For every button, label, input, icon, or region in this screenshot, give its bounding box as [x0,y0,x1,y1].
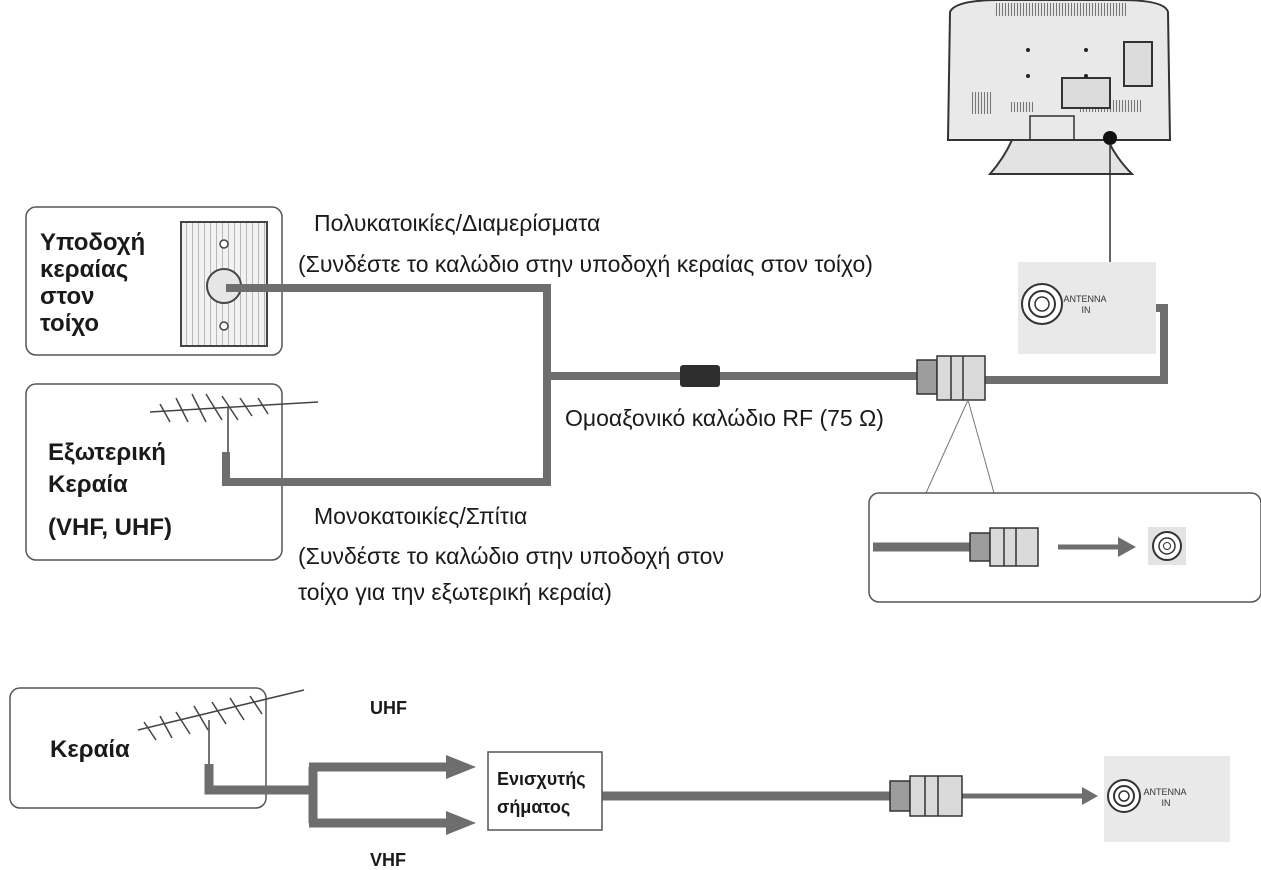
coax-plug [916,355,986,401]
house-cable [222,376,551,486]
zoom-line-right [967,399,995,494]
houses-note: (Συνδέστε το καλώδιο στην υποδοχή στον τ… [298,543,730,605]
apartment-cable [226,284,680,380]
arrow-to-antenna-in-bottom [1082,787,1098,805]
amplifier-label: Ενισχυτής σήματος [497,769,591,817]
wall-outlet-label: Υποδοχή κεραίας στον τοίχο [40,229,152,337]
uhf-arrow [446,755,476,779]
coax-cable-label: Ομοαξονικό καλώδιο RF (75 Ω) [565,405,884,431]
uhf-label: UHF [370,698,407,718]
tv-back-illustration [946,0,1172,262]
zoom-line-left [925,399,969,494]
outdoor-antenna-label: Εξωτερική Κεραία (VHF, UHF) [48,439,173,541]
bottom-coax-plug [889,775,963,817]
antenna-in-panel: ANTENNA IN [1018,262,1156,354]
vhf-arrow [446,811,476,835]
bottom-antenna-box: Κεραία [9,687,305,809]
houses-title: Μονοκατοικίες/Σπίτια [314,503,527,529]
bottom-antenna-in-panel: ANTENNA IN [1104,756,1230,842]
signal-amplifier-box: Ενισχυτής σήματος [487,751,603,831]
wall-outlet-box: Υποδοχή κεραίας στον τοίχο [25,206,283,356]
vhf-label: VHF [370,850,406,870]
tv-antenna-port [1103,131,1117,145]
outdoor-antenna-box: Εξωτερική Κεραία (VHF, UHF) [25,383,319,561]
bottom-antenna-label: Κεραία [50,736,130,763]
ferrite-core [680,365,720,387]
antenna-in-label: ANTENNA IN [1063,294,1108,315]
bottom-antenna-in-label: ANTENNA IN [1143,787,1188,808]
apartments-note: (Συνδέστε το καλώδιο στην υποδοχή κεραία… [298,251,873,277]
bottom-yagi-antenna-icon [137,689,305,764]
plug-detail-box [868,492,1261,603]
upper-cables [222,284,1168,486]
apartments-title: Πολυκατοικίες/Διαμερίσματα [314,210,600,236]
lower-cables [204,762,1086,828]
yagi-antenna-icon [149,393,319,452]
